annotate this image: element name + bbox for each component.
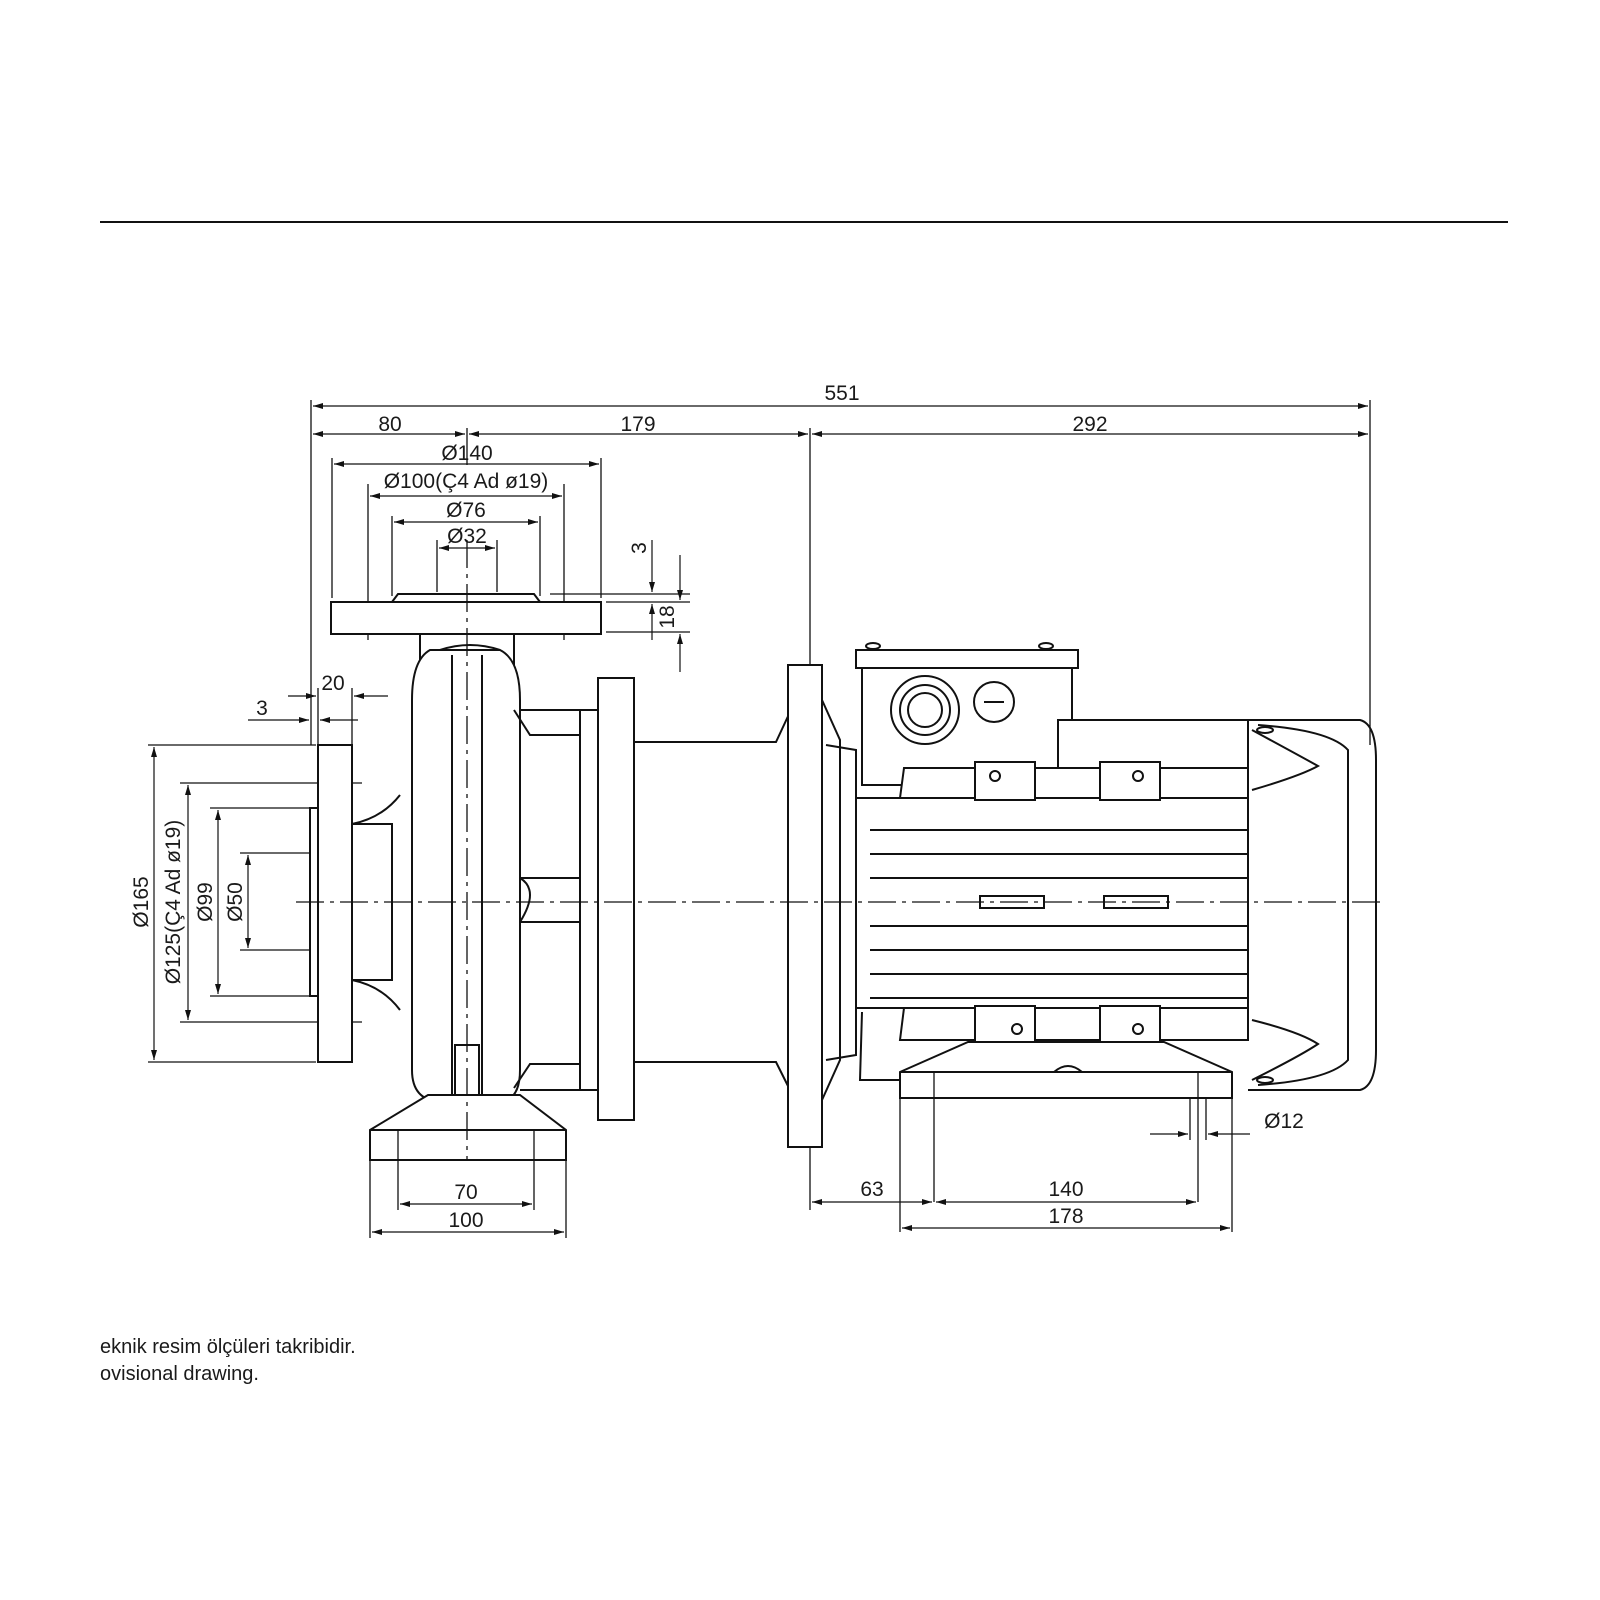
dim-d140: Ø140 — [441, 442, 492, 465]
dim-100: 100 — [448, 1209, 483, 1232]
motor-flange — [787, 664, 857, 1148]
suction-flange-dimensions: Ø165 Ø125(Ç4 Ad ø19) Ø99 Ø50 — [130, 744, 362, 1063]
dim-3-top: 3 — [628, 542, 651, 554]
dim-d50: Ø50 — [224, 882, 247, 922]
discharge-flange — [330, 593, 602, 674]
dim-3-left: 3 — [256, 697, 268, 720]
dim-70: 70 — [454, 1181, 477, 1204]
dim-551: 551 — [824, 382, 859, 405]
dim-20: 20 — [321, 672, 344, 695]
center-lines — [296, 540, 1380, 1160]
suction-flange-thickness-dimensions: 20 3 — [248, 672, 388, 745]
dim-d100: Ø100(Ç4 Ad ø19) — [384, 470, 549, 493]
discharge-flange-dimensions: Ø140 Ø100(Ç4 Ad ø19) Ø76 Ø32 — [331, 442, 602, 640]
bearing-bracket — [579, 677, 791, 1121]
dim-178: 178 — [1048, 1205, 1083, 1228]
dim-140: 140 — [1048, 1178, 1083, 1201]
dim-63: 63 — [860, 1178, 883, 1201]
dim-d125: Ø125(Ç4 Ad ø19) — [162, 820, 185, 985]
suction-flange — [309, 744, 401, 1063]
pump-foot: 70 100 — [369, 1094, 567, 1238]
flange-thickness-dimensions: 3 18 — [550, 540, 690, 672]
dim-d99: Ø99 — [194, 882, 217, 922]
dim-d12: Ø12 — [1264, 1110, 1304, 1133]
motor-lifting-lugs — [974, 761, 1161, 1045]
motor-base — [809, 1011, 1233, 1232]
dim-d76: Ø76 — [446, 499, 486, 522]
terminal-box — [855, 642, 1079, 786]
note-approximate-dimensions: eknik resim ölçüleri takribidir. — [100, 1336, 356, 1358]
volute-casing — [411, 644, 581, 1116]
dim-d165: Ø165 — [130, 876, 153, 927]
dim-d32: Ø32 — [447, 525, 487, 548]
note-provisional-drawing: ovisional drawing. — [100, 1363, 259, 1385]
dim-18: 18 — [656, 605, 679, 628]
dim-179: 179 — [620, 413, 655, 436]
dim-292: 292 — [1072, 413, 1107, 436]
top-dimensions: 551 80 179 292 — [310, 382, 1371, 745]
dim-80: 80 — [378, 413, 401, 436]
base-dimensions: 63 140 178 Ø12 — [812, 1110, 1304, 1231]
